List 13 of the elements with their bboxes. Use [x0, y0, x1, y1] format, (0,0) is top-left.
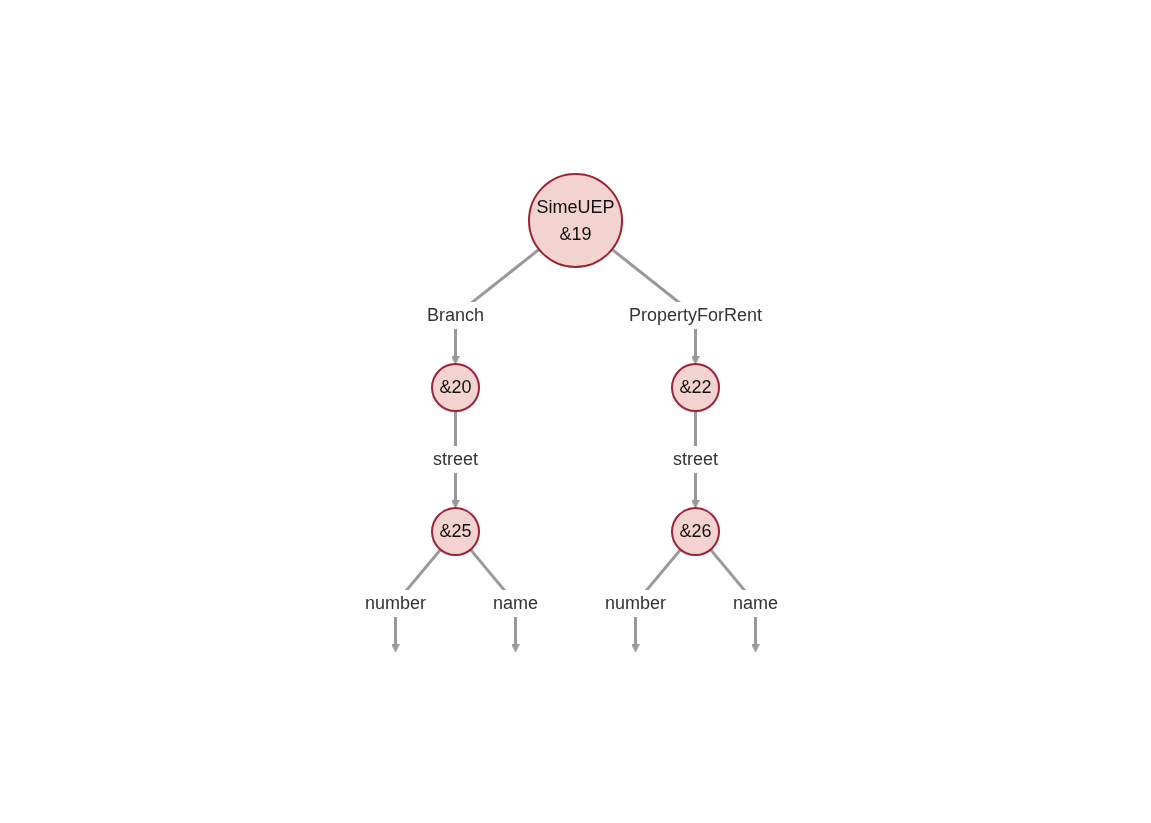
node-circle: &22 — [671, 363, 721, 413]
edge-label: number — [605, 593, 667, 614]
edge-label: street — [433, 449, 479, 470]
node-circle: SimeUEP &19 — [528, 173, 624, 269]
edge-label: name — [733, 593, 779, 614]
edge-label: number — [365, 593, 427, 614]
edge-label: name — [493, 593, 539, 614]
node-circle: &25 — [431, 507, 481, 557]
node-circle: &26 — [671, 507, 721, 557]
edge-label: Branch — [427, 305, 485, 326]
edge-label: PropertyForRent — [629, 305, 763, 326]
edge-label: street — [673, 449, 719, 470]
node-circle: &20 — [431, 363, 481, 413]
